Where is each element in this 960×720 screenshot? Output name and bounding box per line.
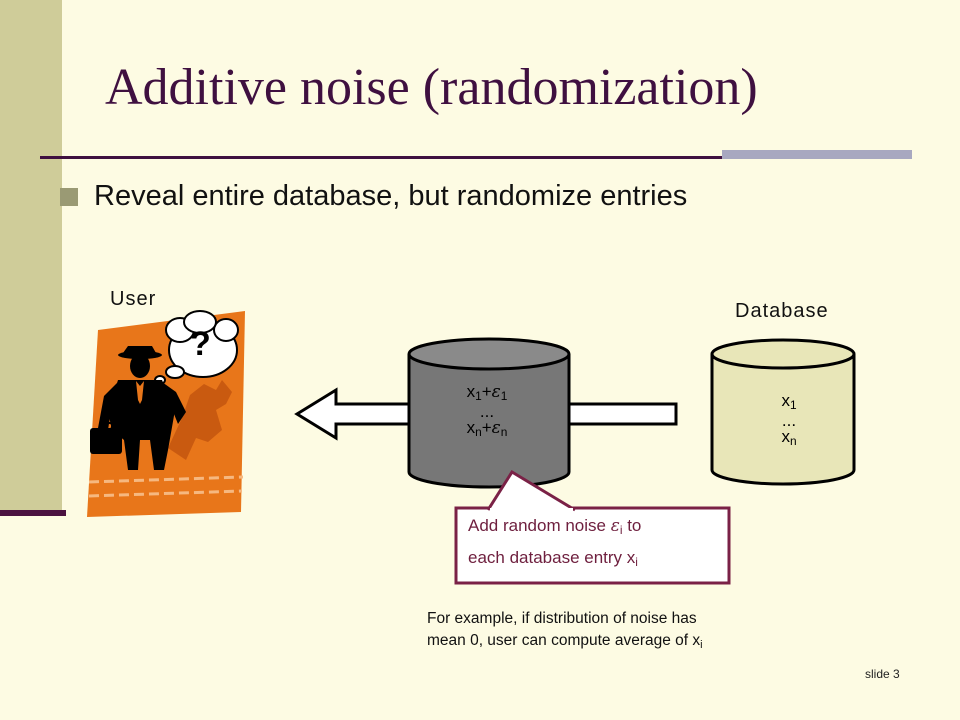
left-accent-bar-cap	[0, 510, 66, 516]
title-rule	[40, 156, 910, 159]
bullet-marker	[60, 188, 78, 206]
title-rule-accent	[722, 150, 912, 159]
slide-number: slide 3	[865, 667, 900, 681]
user-label: User	[110, 288, 157, 310]
original-entry-dots: ...	[781, 411, 797, 430]
noisy-entry-last: xn+εn	[466, 418, 508, 439]
original-entry-first: x1	[781, 391, 797, 412]
example-note: For example, if distribution of noise ha…	[427, 608, 703, 656]
database-label: Database	[735, 300, 829, 322]
callout-text: Add random noise εi to each database ent…	[468, 512, 641, 576]
noisy-entry-dots: ...	[479, 402, 495, 421]
callout-line-1: Add random noise εi to	[468, 516, 642, 537]
question-mark: ?	[190, 325, 211, 363]
original-entries: x1 ... xn	[724, 391, 854, 449]
original-entry-last: xn	[781, 427, 797, 448]
example-line-1: For example, if distribution of noise ha…	[427, 610, 697, 627]
bullet-text: Reveal entire database, but randomize en…	[94, 180, 688, 212]
slide-title: Additive noise (randomization)	[105, 59, 758, 116]
businessman-clipart-icon	[87, 310, 245, 517]
noisy-entry-first: x1+ε1	[466, 382, 508, 403]
noisy-entries: x1+ε1 ... xn+εn	[430, 382, 544, 440]
thought-bubble-icon	[154, 310, 239, 385]
callout-line-2: each database entry xi	[468, 548, 638, 569]
randomized-database-cylinder	[407, 337, 571, 489]
left-accent-bar	[0, 0, 62, 514]
original-database-cylinder	[710, 338, 856, 486]
example-line-2: mean 0, user can compute average of xi	[427, 632, 703, 651]
noise-callout	[454, 469, 731, 585]
